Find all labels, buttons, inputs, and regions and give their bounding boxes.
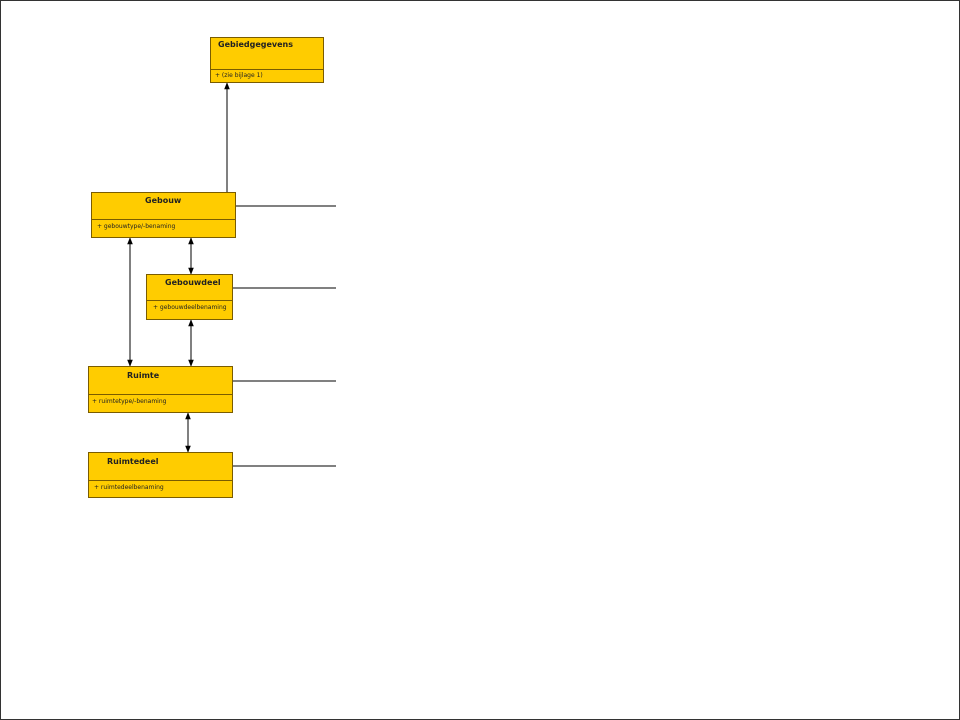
class-attribute: + ruimtedeelbenaming bbox=[94, 484, 164, 491]
class-ruimtedeel[interactable]: Ruimtedeel + ruimtedeelbenaming bbox=[88, 452, 233, 498]
class-gebouwdeel[interactable]: Gebouwdeel + gebouwdeelbenaming bbox=[146, 274, 233, 320]
class-attribute: + gebouwdeelbenaming bbox=[153, 304, 227, 311]
class-gebouw[interactable]: Gebouw + gebouwtype/-benaming bbox=[91, 192, 236, 238]
class-name: Gebouw bbox=[92, 193, 235, 220]
class-gebiedgegevens[interactable]: Gebiedgegevens + (zie bijlage 1) bbox=[210, 37, 324, 83]
class-ruimte[interactable]: Ruimte + ruimtetype/-benaming bbox=[88, 366, 233, 413]
class-name: Gebiedgegevens bbox=[211, 38, 323, 70]
class-attribute: + (zie bijlage 1) bbox=[215, 72, 263, 79]
class-name: Gebouwdeel bbox=[147, 275, 232, 301]
class-attribute: + gebouwtype/-benaming bbox=[97, 223, 176, 230]
class-name: Ruimte bbox=[89, 367, 232, 395]
class-name: Ruimtedeel bbox=[89, 453, 232, 481]
class-attribute: + ruimtetype/-benaming bbox=[92, 398, 167, 405]
